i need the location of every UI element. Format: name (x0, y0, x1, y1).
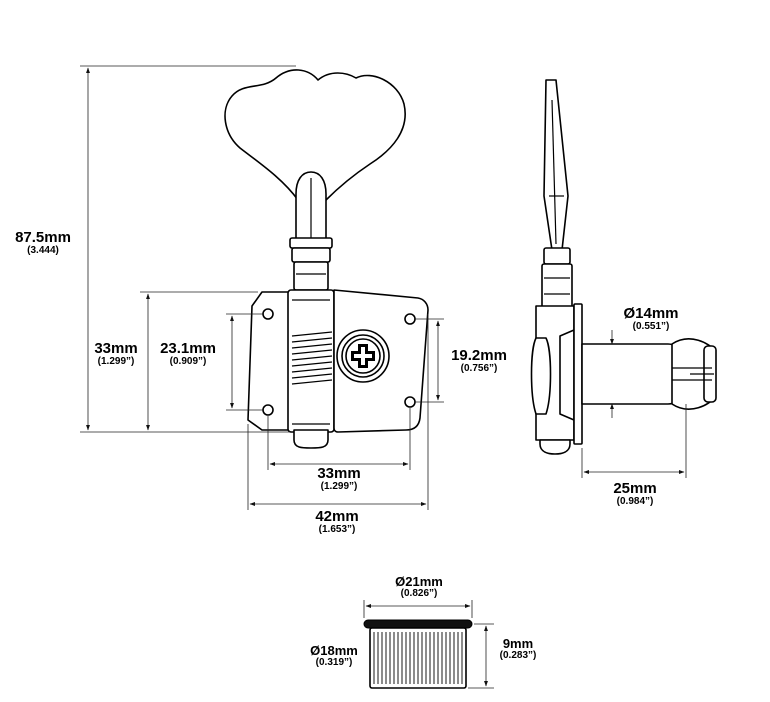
nut-dimension-lines (363, 600, 494, 689)
dim-value-inch: (1.653”) (318, 523, 356, 535)
dim-value-mm: 87.5mm (15, 229, 71, 246)
side-shaft (543, 247, 571, 265)
dim-label-hole-spacing-horizontal: 33mm (1.299”) (306, 466, 372, 492)
nut-flange (363, 619, 473, 629)
dim-value-mm: 25mm (613, 480, 657, 497)
dim-value-inch: (0.319”) (315, 656, 353, 668)
mounting-hole-top-right (404, 313, 416, 325)
dim-value-inch: (0.826”) (400, 587, 438, 599)
dim-value-mm: 9mm (502, 636, 534, 651)
dim-label-nut-inner-diameter: Ø18mm (0.319”) (302, 644, 366, 668)
tuner-collar (289, 237, 333, 249)
dim-value-mm: 33mm (317, 465, 361, 482)
dim-value-mm: Ø21mm (395, 574, 443, 589)
dim-label-overall-height: 87.5mm (3.444) (8, 230, 78, 256)
dim-label-bushing-diameter: Ø14mm (0.551”) (614, 306, 688, 332)
nut-knurling (373, 632, 463, 684)
dim-value-inch: (0.909”) (169, 355, 207, 367)
dim-value-inch: (3.444) (27, 244, 59, 256)
side-mounting-plate-edge (573, 303, 583, 445)
dim-label-hole-spacing-left: 23.1mm (0.909”) (152, 341, 224, 367)
bushing-nut (363, 619, 473, 689)
dim-label-post-length: 25mm (0.984”) (598, 481, 672, 507)
gear-housing (287, 289, 335, 433)
dim-value-mm: 42mm (315, 508, 359, 525)
front-view-tuner (224, 69, 429, 449)
dim-label-plate-width: 42mm (1.653”) (304, 509, 370, 535)
dim-value-inch: (0.283”) (499, 649, 537, 661)
mounting-hole-bottom-left (262, 404, 274, 416)
dim-value-mm: 23.1mm (160, 340, 216, 357)
dim-value-inch: (1.299”) (97, 355, 135, 367)
worm-gear-threads (291, 331, 333, 385)
dim-label-nut-outer-diameter: Ø21mm (0.826”) (384, 575, 454, 599)
string-post (581, 343, 681, 405)
front-view-dimension-lines (80, 65, 444, 510)
dim-label-nut-height: 9mm (0.283”) (490, 637, 546, 661)
dim-value-mm: Ø14mm (623, 305, 679, 322)
dim-value-mm: 19.2mm (451, 347, 507, 364)
dim-value-inch: (0.984”) (616, 495, 654, 507)
tuner-key-button (224, 69, 406, 201)
dim-value-inch: (0.756”) (460, 362, 498, 374)
side-view-dimension-lines (581, 330, 687, 478)
dim-value-mm: Ø18mm (310, 643, 358, 658)
gear-bottom-cap (293, 429, 329, 449)
dim-value-inch: (1.299”) (320, 480, 358, 492)
dim-label-hole-spacing-right: 19.2mm (0.756”) (442, 348, 516, 374)
mounting-hole-top-left (262, 308, 274, 320)
side-view-tuner (530, 79, 717, 455)
dim-label-plate-height: 33mm (1.299”) (86, 341, 146, 367)
mounting-hole-bottom-right (404, 396, 416, 408)
dim-value-inch: (0.551”) (632, 320, 670, 332)
dim-value-mm: 33mm (94, 340, 138, 357)
